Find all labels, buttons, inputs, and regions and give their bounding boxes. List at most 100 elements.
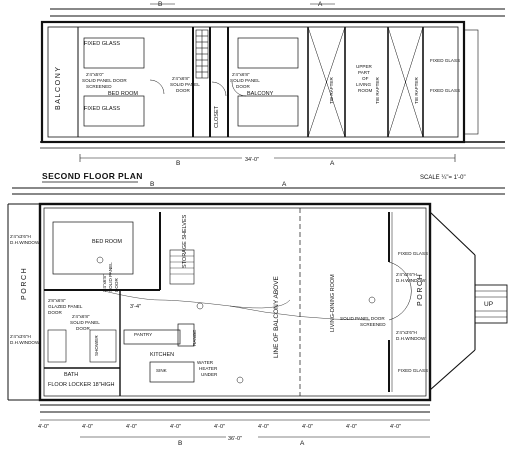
dh-window-left-2-l1: 2'4"x3'6"H [10,334,31,339]
span-2: 4'-0" [82,424,93,430]
door-bath-l3: DOOR [76,326,90,331]
dh-window-left-1-l1: 2'4"x3'6"H [10,234,31,239]
door-bath-l2: SOLID PANEL [70,320,100,325]
upper-living-l5: ROOM [358,88,372,93]
fixed-glass-upper-2: FIXED GLASS [84,106,120,112]
lower-bed-room-label: BED ROOM [92,239,122,245]
span-9: 4'-0" [390,424,401,430]
door-entry-left-l2: GLAZED PANEL [48,304,83,309]
second-floor-plan: B A [40,1,505,167]
dh-window-right-2-l2: D.H.WINDOW [396,336,426,341]
kitchen-label: KITCHEN [150,352,174,358]
door-center-l3: DOOR [176,88,190,93]
line-of-balcony-label: LINE OF BALCONY ABOVE [273,275,280,358]
dh-window-right-1-l1: 2'4"x3'6"H [396,272,417,277]
door-right-l2: SOLID PANEL [230,78,260,83]
second-floor-walls [40,20,505,149]
fixed-glass-upper-1: FIXED GLASS [84,41,120,47]
section-mark-a-low: A [282,181,287,188]
door-entry-right-l1: SOLID PANEL DOOR [340,316,385,321]
fixed-glass-lower-2: FIXED GLASS [398,368,428,373]
drawing-title: SECOND FLOOR PLAN [42,171,143,181]
first-floor-ridge: B A [12,181,505,195]
tie-rafter-1: TIE RAFTER [329,77,334,104]
bed-upper-1 [83,37,145,69]
span-3: 4'-0" [126,424,137,430]
section-mark-b-low: B [150,181,154,188]
storage-shelves-label: STORAGE SHELVES [182,214,188,268]
door-bed-l3: DOOR [114,278,119,292]
section-line-top: B A [50,1,505,17]
second-floor-34ft: 34'-0" [245,157,259,163]
balcony-side-label: BALCONY [55,65,62,110]
door-left-l1: 2'4"x5'0" [86,72,104,77]
span-4: 4'-0" [170,424,181,430]
door-right-l1: 2'4"x6'8" [232,72,250,77]
second-floor-dimension: 34'-0" B A [79,154,456,167]
upper-living-l2: PART [358,70,370,75]
fixed-glass-upper-3: FIXED GLASS [430,58,460,63]
bed-upper-4 [237,95,299,127]
first-floor-plan: B A [7,181,508,447]
section-mark-b-bottom: B [178,440,182,447]
dim-3ft-4in: 3'-4" [130,304,141,310]
span-7: 4'-0" [302,424,313,430]
bottom-spans: 4'-0" 4'-0" 4'-0" 4'-0" 4'-0" 4'-0" 4'-0… [38,404,430,447]
bed-lower [52,221,134,275]
dh-window-left-1-l2: D.H.WINDOW [10,240,40,245]
door-right-l3: DOOR [236,84,250,89]
door-center-l2: SOLID PANEL [170,82,200,87]
dh-window-left-2-l2: D.H.WINDOW [10,340,40,345]
door-entry-left-l1: 2'8"x6'8" [48,298,66,303]
span-6: 4'-0" [258,424,269,430]
section-mark-a-mid: A [330,160,335,167]
section-mark-b-mid: B [176,160,180,167]
upper-living-l1: UPPER [356,64,373,69]
section-mark-a-top: A [318,1,323,8]
porch-right-label: PORCH [417,273,424,306]
living-dining-label: LIVING-DINING ROOM [330,274,336,332]
porch-steps [474,284,508,324]
upper-living-l3: OF [362,76,369,81]
range-label: RANGE [192,330,197,346]
upper-balcony-label: BALCONY [247,91,274,97]
section-mark-b-top: B [158,1,162,8]
pantry-label: PANTRY [134,332,152,337]
bed-upper-2 [83,95,145,127]
fixed-glass-upper-4: FIXED GLASS [430,88,460,93]
bed-upper-3 [237,37,299,69]
up-label: UP [484,301,493,308]
closet-label: CLOSET [214,105,220,128]
door-left-l3: SCREENED [86,84,112,89]
tie-rafter-2: TIE RAFTER [375,77,380,104]
water-heater-l3: UNDER [201,372,218,377]
water-heater-l2: HEATER [199,366,218,371]
door-entry-left-l3: DOOR [48,310,62,315]
span-8: 4'-0" [346,424,357,430]
bath-label: BATH [64,372,78,378]
drawing-scale: SCALE ¼"= 1'-0" [420,175,466,181]
bottom-36ft: 36'-0" [228,436,242,442]
door-bed-l1: 2'4"x6'8" [102,274,107,292]
porch-left-label: PORCH [21,267,28,300]
door-entry-right-l2: SCREENED [360,322,386,327]
upper-bed-room-label: BED ROOM [108,91,138,97]
door-center-l1: 2'4"x6'8" [172,76,190,81]
shower-label: SHOWER [94,335,99,356]
door-left-l2: SOLID PANEL DOOR [82,78,127,83]
door-bed-l2: SOLID PANEL [108,262,113,292]
door-bath-l1: 2'4"x6'8" [72,314,90,319]
upper-living-l4: LIVING [356,82,371,87]
first-floor-walls [7,202,508,402]
sink-label: SINK [156,368,168,373]
span-1: 4'-0" [38,424,49,430]
dh-window-right-2-l1: 2'4"x3'6"H [396,330,417,335]
span-5: 4'-0" [214,424,225,430]
fixed-glass-lower-1: FIXED GLASS [398,251,428,256]
section-mark-a-bottom: A [300,440,305,447]
dh-window-right-1-l2: D.H.WINDOW [396,278,426,283]
floor-locker-label: FLOOR LOCKER 18"HIGH [48,382,114,388]
tie-rafter-3: TIE RAFTER [414,77,419,104]
